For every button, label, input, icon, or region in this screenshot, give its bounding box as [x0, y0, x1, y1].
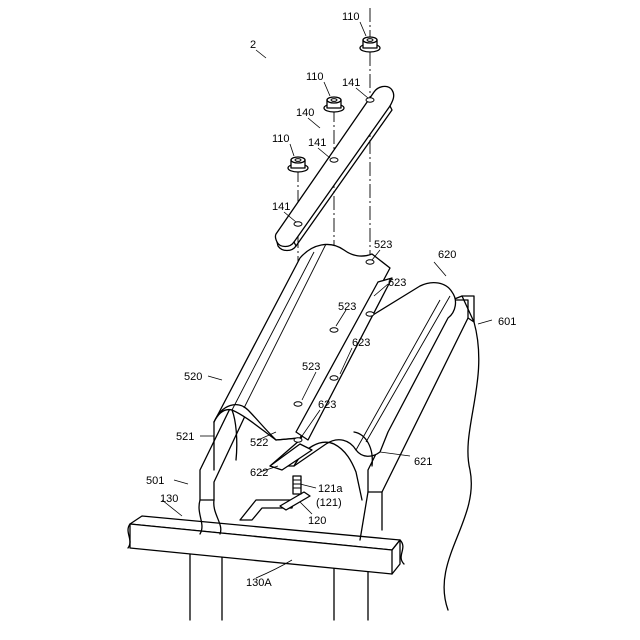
- label-nut-a: 110: [342, 11, 360, 23]
- bracket: [240, 476, 310, 520]
- label-bolt-group: (121): [316, 497, 342, 509]
- label-cover-upper-flange: 522: [250, 437, 268, 449]
- label-hole-u3: 523: [302, 361, 320, 373]
- label-hole-a: 141: [342, 77, 360, 89]
- label-bolt: 121a: [318, 483, 343, 495]
- label-hole-l3: 623: [318, 399, 336, 411]
- label-fig: 2: [250, 39, 256, 51]
- label-rail: 130: [160, 493, 178, 505]
- label-hole-u2: 523: [338, 301, 356, 313]
- label-strip: 140: [296, 107, 314, 119]
- label-hole-u1: 523: [374, 239, 392, 251]
- label-hole-c: 141: [272, 201, 290, 213]
- label-cover-upper-edge: 521: [176, 431, 194, 443]
- label-cover-lower-edge: 621: [414, 456, 432, 468]
- label-panel-right: 601: [498, 316, 516, 328]
- label-panel-left: 501: [146, 475, 164, 487]
- label-cover-upper: 520: [184, 371, 202, 383]
- label-nut-c: 110: [272, 133, 290, 145]
- label-nut-b: 110: [306, 71, 324, 83]
- label-hole-l2: 623: [352, 337, 370, 349]
- label-hole-l1: 623: [388, 277, 406, 289]
- label-bracket: 120: [308, 515, 326, 527]
- label-cover-lower-flange: 622: [250, 467, 268, 479]
- label-rail-support: 130A: [246, 577, 272, 589]
- label-hole-b: 141: [308, 137, 326, 149]
- label-cover-lower: 620: [438, 249, 456, 261]
